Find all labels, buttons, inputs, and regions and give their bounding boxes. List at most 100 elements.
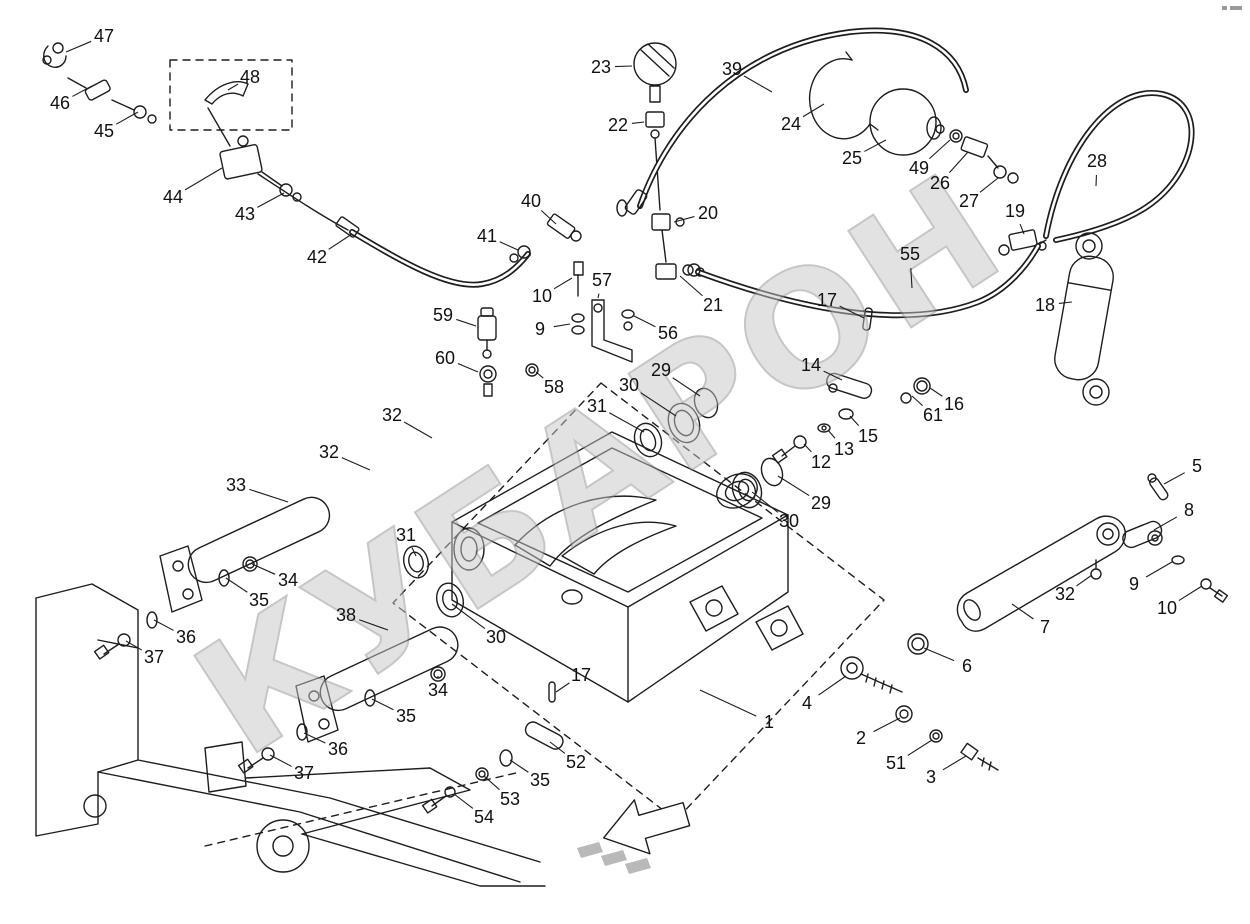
callout-label-42: 42 [307,247,327,267]
callout-label-18: 18 [1035,295,1055,315]
callout-label-15: 15 [858,426,878,446]
callout-leader-36 [303,732,326,744]
callout-leader-35 [225,577,248,593]
callout-label-17: 17 [571,665,591,685]
callout-label-32: 32 [1055,584,1075,604]
callout-leader-60 [457,362,479,373]
callout-leader-48 [227,83,239,91]
cylinder-18-art [1054,232,1114,406]
callout-leader-34 [251,563,276,575]
callout-leader-21 [679,275,703,297]
callout-leader-39 [743,75,773,93]
callout-label-60: 60 [435,348,455,368]
callout-leader-30 [451,603,486,630]
callout-label-17: 17 [817,290,837,310]
corner-mark [1222,6,1242,10]
callout-leader-18 [1058,301,1073,305]
callout-label-25: 25 [842,148,862,168]
callout-leader-37 [125,640,143,651]
callout-label-37: 37 [294,763,314,783]
pin-38-art [237,626,459,774]
callout-label-53: 53 [500,789,520,809]
diagram-art [35,6,1242,887]
callout-label-2: 2 [856,728,866,748]
callout-leader-44 [184,167,223,191]
callout-leader-16 [929,387,943,397]
callout-leader-49 [929,139,951,160]
pin-33-art [93,496,331,660]
callout-leader-8 [1153,516,1178,531]
callout-label-23: 23 [591,57,611,77]
callout-label-5: 5 [1192,456,1202,476]
callout-leader-35 [509,759,529,773]
callout-leader-17 [839,305,865,319]
watermark-text: КУБАРОН [166,138,1036,792]
callout-label-9: 9 [1129,574,1139,594]
callout-leader-5 [1163,472,1185,485]
callout-label-30: 30 [619,375,639,395]
callout-leader-58 [535,371,544,379]
callout-label-54: 54 [474,807,494,827]
callout-leader-4 [818,675,847,696]
callout-label-10: 10 [1157,598,1177,618]
callout-leader-12 [803,443,812,453]
callout-label-38: 38 [336,605,356,625]
machine-frame-art [35,583,546,887]
callout-label-45: 45 [94,121,114,141]
callout-label-57: 57 [592,270,612,290]
callout-leader-38 [358,619,389,631]
callout-label-51: 51 [886,753,906,773]
callout-label-41: 41 [477,226,497,246]
callout-label-28: 28 [1087,151,1107,171]
callout-leader-54 [453,793,474,809]
hose-55-art [687,243,1041,319]
callout-label-58: 58 [544,377,564,397]
callout-leader-41 [499,241,519,251]
callout-label-35: 35 [249,590,269,610]
callout-leader-19 [1019,223,1025,235]
accumulator-art [808,51,1019,184]
callout-leader-13 [827,429,836,439]
callout-label-32: 32 [319,442,339,462]
callout-label-22: 22 [608,115,628,135]
callout-label-10: 10 [532,286,552,306]
callout-label-31: 31 [587,396,607,416]
callout-label-9: 9 [535,319,545,339]
callout-leader-30 [751,491,779,513]
callout-leader-55 [910,267,913,289]
callout-label-24: 24 [781,114,801,134]
callout-label-52: 52 [566,752,586,772]
callout-label-4: 4 [802,693,812,713]
callout-label-59: 59 [433,305,453,325]
callout-leader-6 [923,647,955,662]
bracket-57-art [571,261,635,363]
callout-leader-52 [549,741,566,754]
callout-label-3: 3 [926,767,936,787]
hose-39-art [616,27,969,217]
hose-42-art [335,213,582,288]
valve-44-art [42,42,349,231]
callout-leader-1 [699,689,757,717]
callout-leader-59 [456,318,477,327]
callout-label-35: 35 [396,706,416,726]
callout-leader-10 [1178,585,1203,602]
callout-label-14: 14 [801,355,821,375]
callout-leader-29 [672,377,701,397]
callout-label-44: 44 [163,187,183,207]
callout-leader-32 [341,457,371,471]
direction-arrow-art [577,799,691,874]
callout-leader-33 [249,488,289,503]
callout-leader-40 [540,210,557,225]
arm-7-art [956,473,1229,632]
callout-label-12: 12 [811,452,831,472]
callout-label-36: 36 [176,627,196,647]
callout-leader-61 [911,395,923,407]
callout-leader-31 [411,547,417,557]
callout-leader-53 [483,775,500,791]
link-14-art [771,307,931,464]
callout-label-30: 30 [486,627,506,647]
callout-label-29: 29 [811,493,831,513]
callout-label-6: 6 [962,656,972,676]
